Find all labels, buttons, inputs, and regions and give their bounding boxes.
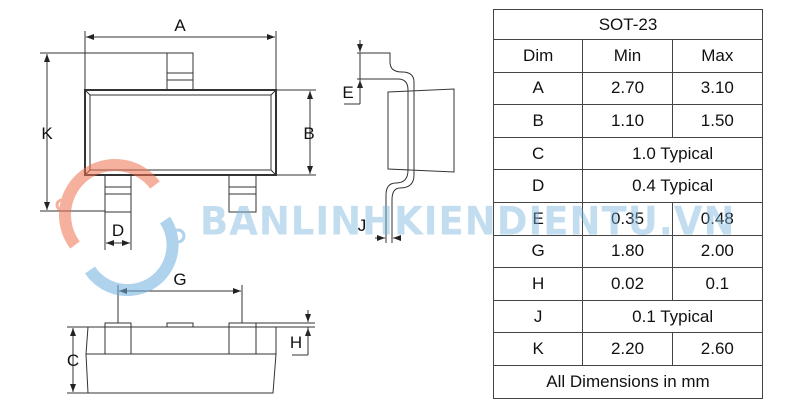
front-view	[67, 285, 315, 394]
table-footer: All Dimensions in mm	[493, 364, 763, 399]
cell-min: 1.80	[582, 234, 673, 269]
cell-max: 2.00	[671, 234, 764, 269]
top-view	[40, 31, 316, 250]
cell-min: 1.10	[582, 104, 673, 138]
cell-max: 1.50	[671, 104, 764, 138]
cell-dim: G	[492, 234, 584, 269]
dim-label-g: G	[173, 270, 186, 289]
cell-min: 0.35	[582, 201, 673, 236]
dim-label-b: B	[303, 124, 314, 143]
cell-max: 3.10	[671, 71, 764, 106]
cell-dim: B	[492, 104, 584, 138]
dim-label-e: E	[342, 83, 353, 102]
dim-label-c: C	[67, 351, 79, 370]
cell-min: 2.20	[582, 332, 673, 366]
dim-label-j: J	[358, 216, 367, 235]
cell-typical: 0.4 Typical	[582, 169, 763, 203]
cell-max: 0.48	[671, 201, 764, 236]
cell-max: 2.60	[671, 332, 764, 366]
dim-label-h: H	[290, 333, 302, 352]
cell-max: 0.1	[671, 267, 764, 301]
cell-typical: 1.0 Typical	[582, 136, 763, 171]
dim-label-k: K	[41, 124, 53, 143]
table-header-row: Dim Min Max	[492, 39, 764, 73]
cell-dim: J	[492, 299, 584, 334]
header-max: Max	[671, 39, 764, 73]
cell-dim: D	[492, 169, 584, 203]
dim-label-d: D	[112, 221, 124, 240]
header-min: Min	[582, 39, 673, 73]
cell-typical: 0.1 Typical	[582, 299, 763, 334]
cell-dim: C	[492, 136, 584, 171]
cell-min: 0.02	[582, 267, 673, 301]
cell-min: 2.70	[582, 71, 673, 106]
cell-dim: K	[492, 332, 584, 366]
dim-label-a: A	[174, 16, 186, 35]
header-dim: Dim	[492, 39, 584, 73]
side-view	[344, 40, 455, 243]
cell-dim: E	[492, 201, 584, 236]
watermark-logo	[55, 159, 186, 297]
table-title: SOT-23	[493, 9, 763, 40]
cell-dim: H	[492, 267, 584, 301]
cell-dim: A	[492, 71, 584, 106]
